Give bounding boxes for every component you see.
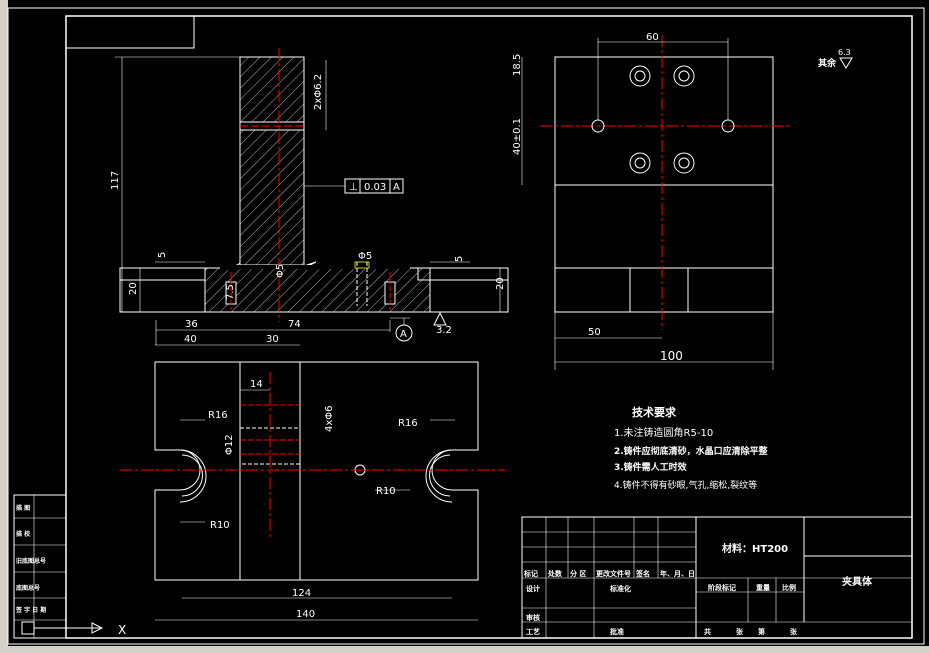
dim-5-left: 5 bbox=[157, 252, 168, 258]
tb-fenqu: 分 区 bbox=[570, 569, 586, 578]
left-toolbar-strip[interactable] bbox=[0, 0, 8, 653]
tb-chushu: 处数 bbox=[547, 569, 563, 578]
tb-zhang2: 张 bbox=[790, 627, 798, 636]
tolerance-value: 0.03 bbox=[364, 182, 386, 193]
tb-biaoji: 标记 bbox=[523, 569, 538, 578]
tb-gengai: 更改文件号 bbox=[596, 569, 631, 578]
title-block bbox=[521, 516, 913, 639]
dim-7-5: 7.5 bbox=[225, 284, 236, 300]
dim-r10-left: R10 bbox=[210, 520, 230, 531]
surface-note-value: 6.3 bbox=[838, 48, 851, 57]
tb-zhang: 张 bbox=[736, 627, 744, 636]
dim-40: 40 bbox=[184, 334, 197, 345]
dim-phi12: Φ12 bbox=[224, 434, 235, 455]
dim-r10-right: R10 bbox=[376, 486, 396, 497]
left-row-5: 签 字 日 期 bbox=[15, 606, 46, 614]
tb-shenhe: 审核 bbox=[526, 613, 540, 622]
dim-60: 60 bbox=[646, 32, 659, 43]
part-name: 夹具体 bbox=[842, 575, 873, 588]
dim-r16-left: R16 bbox=[208, 410, 228, 421]
sheet-inner-border bbox=[65, 15, 913, 639]
tb-pizhun: 批准 bbox=[610, 627, 624, 636]
dim-r16-right: R16 bbox=[398, 418, 418, 429]
dim-phi5-b: Φ5 bbox=[358, 251, 372, 262]
left-row-3: 旧底图总号 bbox=[16, 557, 46, 565]
dim-117: 117 bbox=[110, 171, 121, 190]
roughness-3-2: 3.2 bbox=[436, 325, 452, 336]
roughness-symbol-icon bbox=[839, 57, 853, 69]
dim-20-right: 20 bbox=[495, 277, 506, 290]
dim-18-5: 18.5 bbox=[512, 54, 523, 76]
base-section bbox=[204, 267, 431, 313]
tech-req-item-1: 1.未注铸造圆角R5-10 bbox=[614, 426, 713, 439]
left-row-4: 底图总号 bbox=[16, 584, 40, 592]
top-view bbox=[120, 344, 505, 621]
dim-5-right: 5 bbox=[454, 256, 465, 262]
groove bbox=[239, 121, 305, 131]
dim-100: 100 bbox=[660, 349, 683, 363]
dim-140: 140 bbox=[296, 609, 315, 620]
status-strip bbox=[0, 646, 929, 653]
tb-jieduan: 阶段标记 bbox=[708, 583, 736, 592]
left-sign-block bbox=[13, 494, 67, 639]
tb-sheji: 设计 bbox=[526, 584, 540, 593]
ucs-icon: X bbox=[21, 621, 126, 637]
dim-2x6: 2xΦ6.2 bbox=[313, 74, 324, 110]
dim-74: 74 bbox=[288, 319, 301, 330]
left-row-2: 描 校 bbox=[16, 530, 31, 538]
dim-36: 36 bbox=[185, 319, 198, 330]
dim-phi5: Φ5 bbox=[275, 264, 286, 278]
left-row-1: 描 图 bbox=[16, 504, 30, 512]
tb-bili: 比例 bbox=[782, 583, 796, 592]
sheet-outer-border bbox=[7, 7, 925, 645]
dim-20-left: 20 bbox=[128, 282, 139, 295]
tech-req-item-4: 4.铸件不得有砂眼,气孔,缩松,裂纹等 bbox=[614, 479, 757, 491]
dim-40-tol: 40±0.1 bbox=[512, 118, 523, 155]
front-view bbox=[115, 48, 509, 345]
dim-50: 50 bbox=[588, 327, 601, 338]
tb-nianyueri: 年、月、日 bbox=[660, 569, 695, 578]
tb-gong: 共 bbox=[704, 627, 711, 636]
dim-30: 30 bbox=[266, 334, 279, 345]
dim-124: 124 bbox=[292, 588, 311, 599]
tb-zhongliang: 重量 bbox=[756, 583, 770, 592]
tb-biaozhunhua: 标准化 bbox=[609, 584, 631, 593]
dim-14: 14 bbox=[250, 379, 263, 390]
datum-label: A bbox=[400, 329, 407, 340]
top-left-box bbox=[65, 15, 195, 49]
dim-4x6: 4xΦ6 bbox=[324, 405, 335, 432]
tb-qianming: 签名 bbox=[635, 569, 650, 578]
column-section bbox=[239, 56, 305, 266]
tb-gongyi: 工艺 bbox=[526, 627, 540, 636]
tb-di: 第 bbox=[758, 627, 765, 636]
tech-req-title: 技术要求 bbox=[632, 405, 677, 419]
side-view bbox=[521, 35, 790, 370]
surface-note-label: 其余 bbox=[818, 57, 837, 69]
material-label: 材料：HT200 bbox=[722, 542, 788, 555]
tech-req-item-3: 3.铸件需人工时效 bbox=[614, 461, 688, 473]
svg-text:X: X bbox=[118, 623, 126, 637]
tech-req-item-2: 2.铸件应彻底清砂，水晶口应清除平整 bbox=[614, 445, 768, 457]
perpendicular-symbol: ⊥ bbox=[349, 182, 358, 193]
tolerance-ref: A bbox=[393, 182, 400, 193]
